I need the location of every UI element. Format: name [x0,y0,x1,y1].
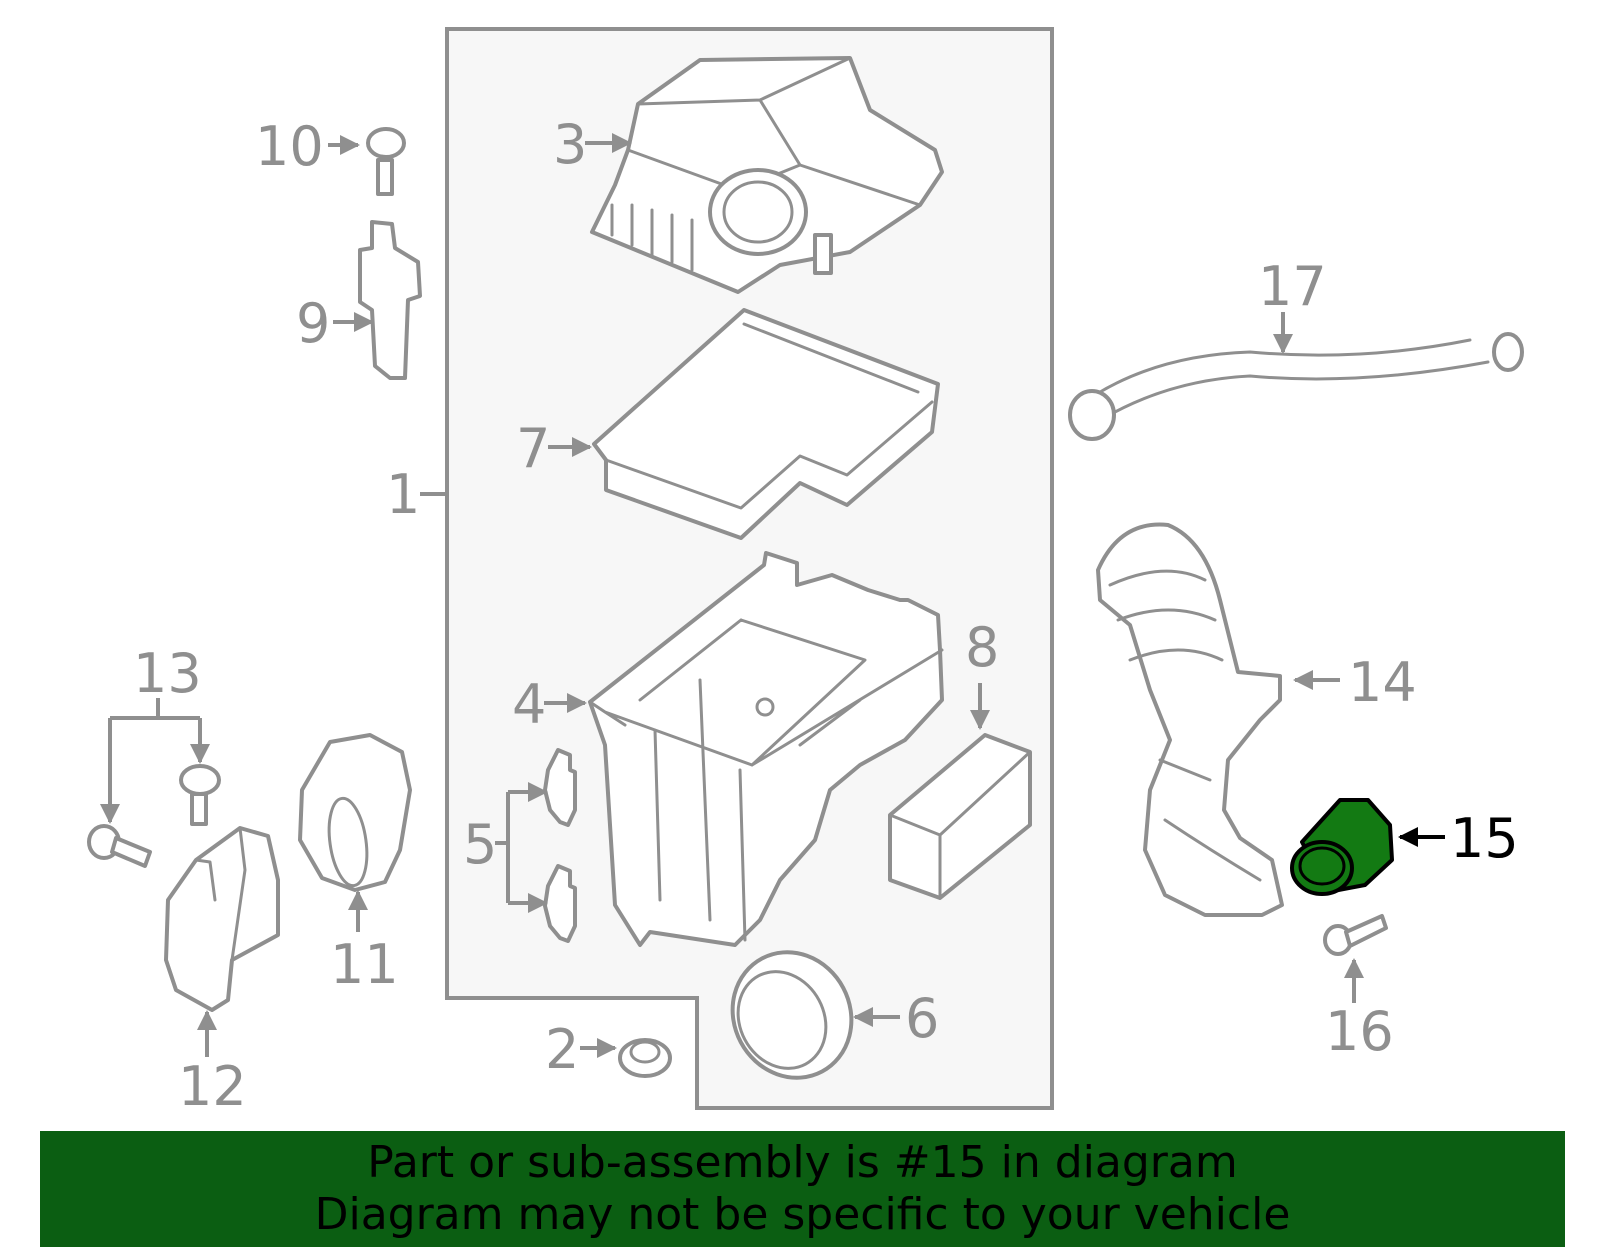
callout-3: 3 [553,113,587,176]
callout-7: 7 [516,417,550,480]
part-11-duct[interactable] [298,733,412,892]
part-16-bolt[interactable] [1323,914,1388,956]
part-2-grommet[interactable] [618,1038,672,1078]
callout-4: 4 [512,673,546,736]
callout-14: 14 [1348,651,1417,714]
callout-9: 9 [296,292,330,355]
callout-1: 1 [386,463,420,526]
callout-6: 6 [905,987,939,1050]
info-banner: Part or sub-assembly is #15 in diagram D… [40,1131,1565,1247]
part-10-bolt[interactable] [366,127,406,196]
part-15-highlighted[interactable] [1290,798,1394,896]
part-6-coupling[interactable] [711,931,874,1098]
part-9-bracket[interactable] [358,220,422,380]
part-8-foam-block[interactable] [888,733,1032,900]
part-13-screw-right[interactable] [179,764,221,826]
banner-line-disclaimer: Diagram may not be specific to your vehi… [314,1189,1291,1240]
part-3-air-cleaner-cover[interactable] [590,56,944,294]
part-7-air-filter[interactable] [592,308,940,540]
part-14-air-intake-hose[interactable] [1096,522,1284,917]
part-13-screw-left[interactable] [87,824,152,868]
callout-8: 8 [965,616,999,679]
callout-13: 13 [133,642,202,705]
callout-5: 5 [463,813,497,876]
banner-line-part: Part or sub-assembly is #15 in diagram [367,1137,1238,1188]
part-12-duct[interactable] [164,826,280,1012]
part-17-breather-hose[interactable] [1068,332,1524,441]
part-4-lower-housing[interactable] [588,551,944,947]
leaders [100,133,1445,1058]
callout-17: 17 [1258,255,1327,318]
callout-15: 15 [1450,807,1519,870]
callout-16: 16 [1325,1000,1394,1063]
callout-10: 10 [255,115,324,178]
callout-12: 12 [178,1055,247,1118]
callout-11: 11 [330,933,399,996]
callout-2: 2 [545,1018,579,1081]
